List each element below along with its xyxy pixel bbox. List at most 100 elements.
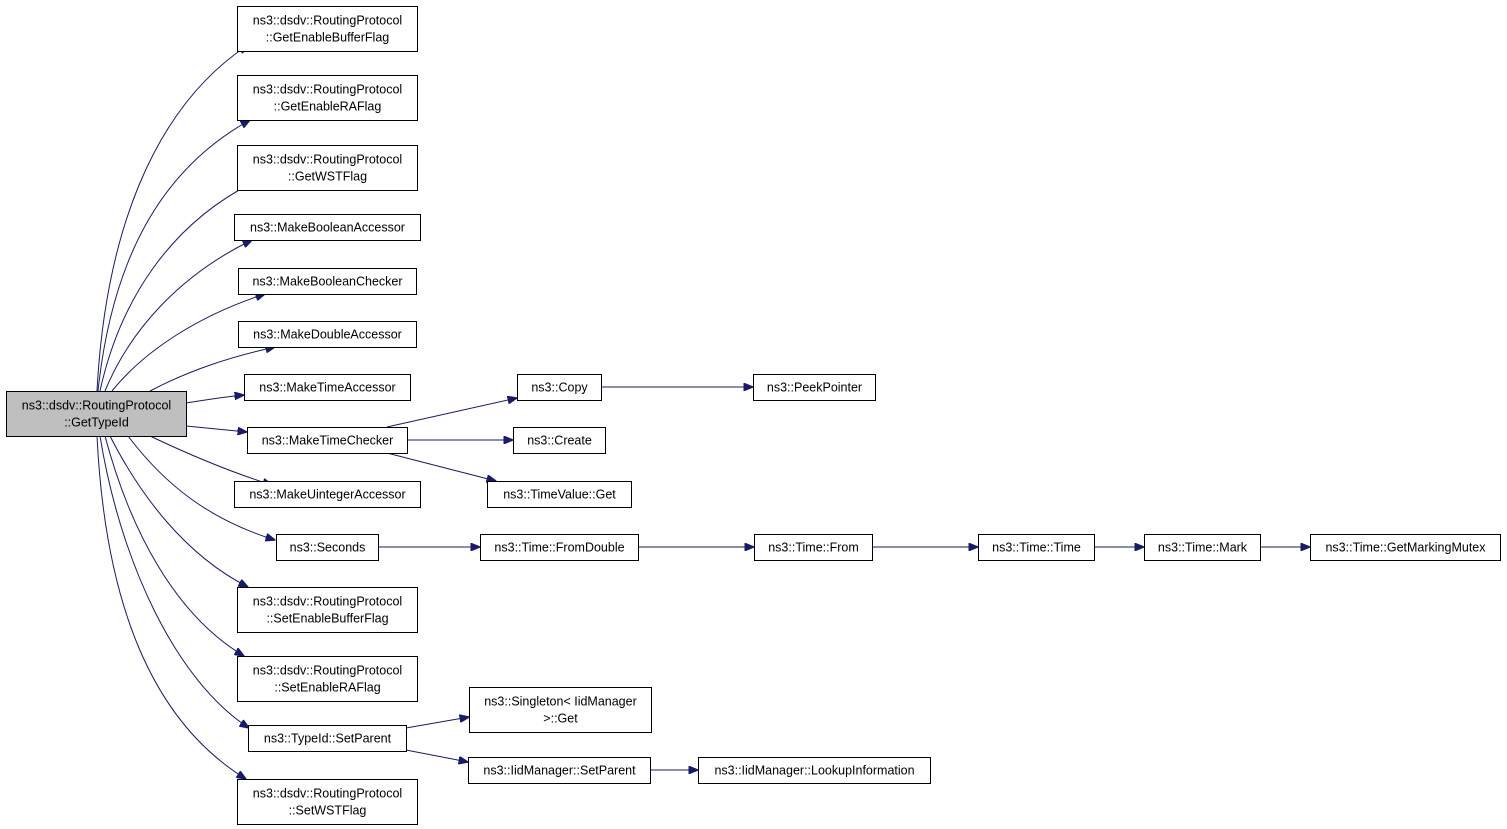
node-iid-lookup[interactable]: ns3::IidManager::LookupInformation <box>698 757 931 784</box>
node-label-line: ns3::PeekPointer <box>767 381 862 395</box>
node-box <box>6 391 187 437</box>
node-box <box>234 214 421 241</box>
node-get-enable-buffer[interactable]: ns3::dsdv::RoutingProtocol::GetEnableBuf… <box>237 6 418 52</box>
node-box <box>237 587 418 633</box>
node-label-line: ns3::Time::Mark <box>1158 541 1248 555</box>
node-box <box>237 145 418 191</box>
node-make-double-accessor[interactable]: ns3::MakeDoubleAccessor <box>238 321 417 348</box>
node-label-line: >::Get <box>543 712 578 726</box>
node-label-line: ns3::MakeBooleanAccessor <box>250 221 405 235</box>
edge-root-to-get-enable-buffer <box>96 45 248 392</box>
node-label-line: ns3::Seconds <box>290 541 366 555</box>
edge-root-to-set-enable-ra <box>104 435 244 656</box>
node-label-line: ns3::dsdv::RoutingProtocol <box>253 664 402 678</box>
edge-root-to-make-time-checker <box>185 425 247 432</box>
edge-root-to-make-uinteger-accessor <box>149 435 272 485</box>
node-seconds[interactable]: ns3::Seconds <box>276 534 379 561</box>
node-box <box>237 75 418 121</box>
node-make-boolean-accessor[interactable]: ns3::MakeBooleanAccessor <box>234 214 421 241</box>
node-label-line: ::SetEnableRAFlag <box>274 681 380 695</box>
edges-layer <box>96 45 1310 779</box>
node-box <box>276 534 379 561</box>
edge-root-to-typeid-set-parent <box>99 435 249 728</box>
node-label-line: ns3::dsdv::RoutingProtocol <box>253 14 402 28</box>
node-create[interactable]: ns3::Create <box>513 427 606 454</box>
node-label-line: ns3::MakeUintegerAccessor <box>249 488 405 502</box>
node-box <box>237 656 418 702</box>
node-label-line: ns3::TypeId::SetParent <box>264 732 392 746</box>
node-box <box>513 427 606 454</box>
edge-make-time-checker-to-timevalue-get <box>386 452 496 481</box>
node-label-line: ::SetWSTFlag <box>289 804 367 818</box>
edge-root-to-make-boolean-checker <box>111 294 265 392</box>
node-box <box>1144 534 1261 561</box>
node-set-enable-buffer[interactable]: ns3::dsdv::RoutingProtocol::SetEnableBuf… <box>237 587 418 633</box>
edge-root-to-set-enable-buffer <box>109 435 248 587</box>
node-box <box>487 481 632 508</box>
node-box <box>238 321 417 348</box>
node-label-line: ns3::MakeBooleanChecker <box>252 275 402 289</box>
node-label-line: ::GetEnableRAFlag <box>274 100 382 114</box>
nodes-layer: ns3::dsdv::RoutingProtocol::GetTypeIdns3… <box>6 6 1501 825</box>
node-box <box>247 427 408 454</box>
node-box <box>237 779 418 825</box>
node-box <box>468 757 651 784</box>
node-label-line: ns3::dsdv::RoutingProtocol <box>253 83 402 97</box>
node-root[interactable]: ns3::dsdv::RoutingProtocol::GetTypeId <box>6 391 187 437</box>
node-label-line: ns3::Time::GetMarkingMutex <box>1325 541 1486 555</box>
node-label-line: ::SetEnableBufferFlag <box>266 612 388 626</box>
node-typeid-set-parent[interactable]: ns3::TypeId::SetParent <box>248 725 407 752</box>
node-time-time[interactable]: ns3::Time::Time <box>978 534 1095 561</box>
edge-root-to-get-wst <box>99 183 252 392</box>
node-box <box>754 534 873 561</box>
node-label-line: ns3::dsdv::RoutingProtocol <box>22 399 171 413</box>
edge-typeid-set-parent-to-singleton-get <box>405 717 469 729</box>
node-time-from[interactable]: ns3::Time::From <box>754 534 873 561</box>
node-label-line: ns3::IidManager::SetParent <box>483 764 636 778</box>
node-copy[interactable]: ns3::Copy <box>517 374 602 401</box>
node-make-time-accessor[interactable]: ns3::MakeTimeAccessor <box>244 374 411 401</box>
node-make-uinteger-accessor[interactable]: ns3::MakeUintegerAccessor <box>234 481 421 508</box>
edge-root-to-set-wst <box>96 435 246 779</box>
node-box <box>469 687 652 733</box>
node-get-wst[interactable]: ns3::dsdv::RoutingProtocol::GetWSTFlag <box>237 145 418 191</box>
node-label-line: ns3::Time::FromDouble <box>494 541 624 555</box>
node-label-line: ns3::TimeValue::Get <box>503 488 616 502</box>
node-label-line: ns3::Time::From <box>768 541 859 555</box>
node-peek-pointer[interactable]: ns3::PeekPointer <box>753 374 876 401</box>
node-label-line: ns3::dsdv::RoutingProtocol <box>253 595 402 609</box>
node-box <box>480 534 639 561</box>
node-label-line: ::GetTypeId <box>64 416 129 430</box>
node-time-get-marking-mutex[interactable]: ns3::Time::GetMarkingMutex <box>1310 534 1501 561</box>
node-box <box>753 374 876 401</box>
node-box <box>234 481 421 508</box>
node-label-line: ::GetWSTFlag <box>288 170 367 184</box>
node-get-enable-ra[interactable]: ns3::dsdv::RoutingProtocol::GetEnableRAF… <box>237 75 418 121</box>
node-label-line: ns3::dsdv::RoutingProtocol <box>253 153 402 167</box>
edge-root-to-make-boolean-accessor <box>104 240 252 392</box>
edge-root-to-make-time-accessor <box>185 395 244 404</box>
edge-typeid-set-parent-to-iid-set-parent <box>405 749 468 762</box>
edge-root-to-make-double-accessor <box>149 347 275 392</box>
node-label-line: ::GetEnableBufferFlag <box>266 31 390 45</box>
node-timevalue-get[interactable]: ns3::TimeValue::Get <box>487 481 632 508</box>
node-iid-set-parent[interactable]: ns3::IidManager::SetParent <box>468 757 651 784</box>
node-box <box>238 268 417 295</box>
node-label-line: ns3::Copy <box>531 381 588 395</box>
node-label-line: ns3::Time::Time <box>992 541 1081 555</box>
node-make-time-checker[interactable]: ns3::MakeTimeChecker <box>247 427 408 454</box>
node-label-line: ns3::MakeDoubleAccessor <box>253 328 402 342</box>
node-singleton-get[interactable]: ns3::Singleton< IidManager>::Get <box>469 687 652 733</box>
node-label-line: ns3::IidManager::LookupInformation <box>714 764 914 778</box>
node-time-from-double[interactable]: ns3::Time::FromDouble <box>480 534 639 561</box>
node-label-line: ns3::Singleton< IidManager <box>484 695 637 709</box>
node-time-mark[interactable]: ns3::Time::Mark <box>1144 534 1261 561</box>
node-box <box>517 374 602 401</box>
node-box <box>244 374 411 401</box>
node-make-boolean-checker[interactable]: ns3::MakeBooleanChecker <box>238 268 417 295</box>
node-set-enable-ra[interactable]: ns3::dsdv::RoutingProtocol::SetEnableRAF… <box>237 656 418 702</box>
node-set-wst[interactable]: ns3::dsdv::RoutingProtocol::SetWSTFlag <box>237 779 418 825</box>
node-box <box>248 725 407 752</box>
node-label-line: ns3::Create <box>527 434 592 448</box>
